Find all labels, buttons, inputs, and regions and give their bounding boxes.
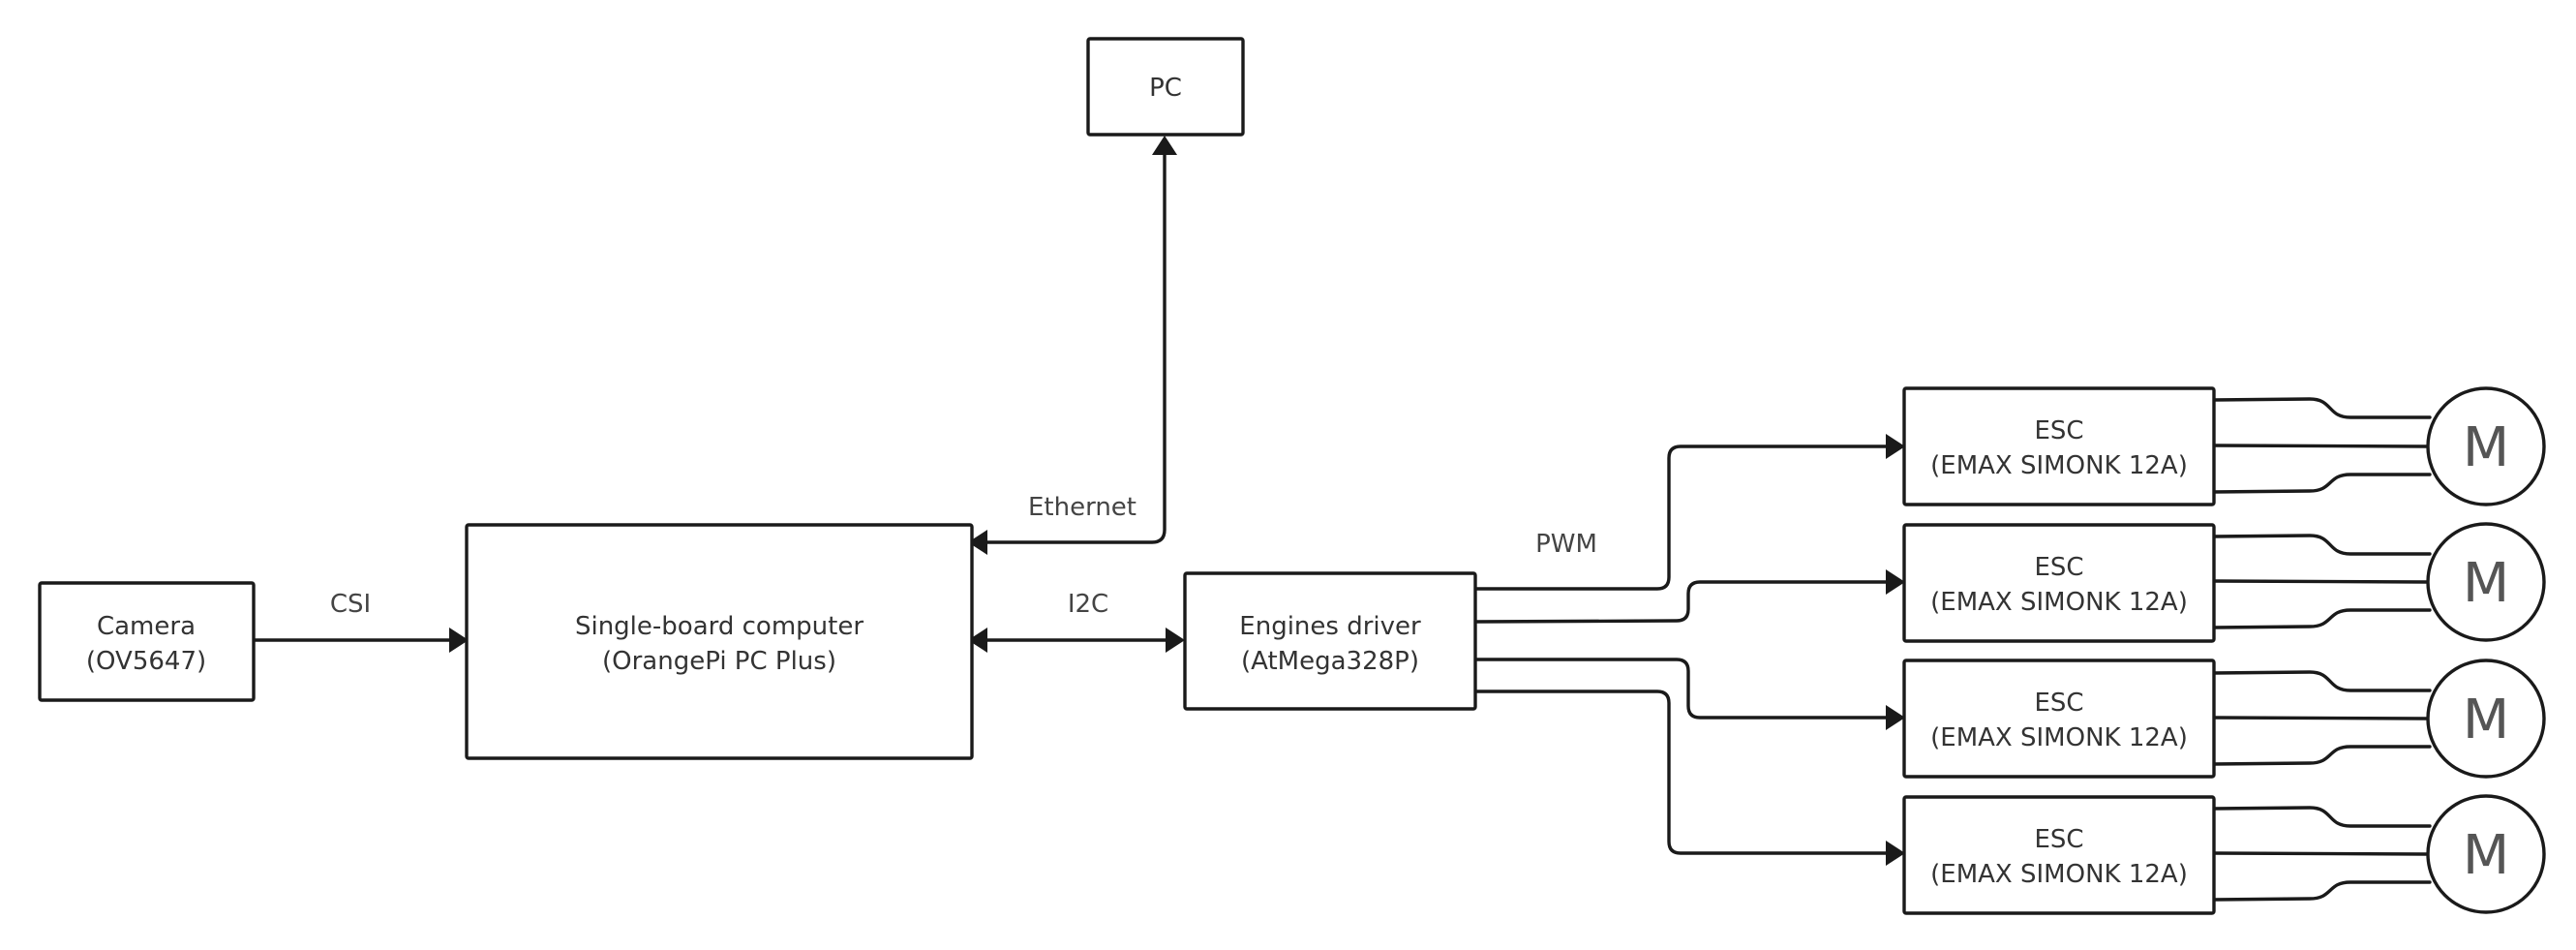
pc-node: PC: [1086, 37, 1245, 137]
esc-3-model: (EMAX SIMONK 12A): [1930, 723, 2188, 752]
ethernet-label: Ethernet: [1028, 493, 1136, 522]
motor-4-label: M: [2463, 824, 2509, 887]
motor-node-1: M: [2426, 386, 2546, 506]
pwm-arrow-head-4: [1886, 841, 1905, 866]
i2c-label: I2C: [1068, 590, 1108, 619]
csi-label: CSI: [330, 590, 371, 619]
motor-node-3: M: [2426, 659, 2546, 779]
sbc-model: (OrangePi PC Plus): [602, 647, 836, 676]
engines-driver-node: Engines driver (AtMega328P): [1183, 571, 1477, 711]
pwm-label: PWM: [1535, 530, 1597, 559]
pwm-arrow-head-2: [1886, 569, 1905, 595]
esc-node-2: ESC (EMAX SIMONK 12A): [1902, 523, 2216, 643]
driver-name: Engines driver: [1239, 612, 1421, 641]
motor-1-label: M: [2463, 416, 2509, 479]
driver-model: (AtMega328P): [1241, 647, 1419, 676]
camera-model: (OV5647): [86, 647, 206, 676]
pwm-arrow-head-3: [1886, 705, 1905, 730]
motor-wires-3: [2211, 670, 2432, 766]
pwm-arrow-head-1: [1886, 434, 1905, 459]
ethernet-arrow-head-up: [1152, 136, 1177, 155]
esc-4-name: ESC: [2034, 825, 2083, 854]
motor-wires-4: [2211, 806, 2432, 902]
esc-1-name: ESC: [2034, 416, 2083, 445]
i2c-connection: [968, 628, 1185, 653]
i2c-arrow-head-right: [1166, 628, 1185, 653]
motor-2-label: M: [2463, 552, 2509, 615]
motor-wires-1: [2211, 397, 2432, 494]
esc-node-3: ESC (EMAX SIMONK 12A): [1902, 659, 2216, 779]
pc-name: PC: [1149, 74, 1182, 103]
motor-3-label: M: [2463, 689, 2509, 751]
esc-4-model: (EMAX SIMONK 12A): [1930, 860, 2188, 889]
motor-wires-2: [2211, 534, 2432, 629]
camera-name: Camera: [97, 612, 196, 641]
sbc-node: Single-board computer (OrangePi PC Plus): [465, 523, 974, 760]
esc-node-1: ESC (EMAX SIMONK 12A): [1902, 386, 2216, 506]
i2c-arrow-head-left: [968, 628, 987, 653]
esc-3-name: ESC: [2034, 689, 2083, 718]
motor-node-4: M: [2426, 794, 2546, 914]
esc-2-name: ESC: [2034, 553, 2083, 582]
sbc-name: Single-board computer: [575, 612, 864, 641]
pwm-connections: [1473, 434, 1905, 866]
ethernet-connection: [968, 136, 1177, 555]
motor-node-2: M: [2426, 522, 2546, 642]
csi-connection: [252, 628, 469, 653]
csi-arrow-head: [449, 628, 469, 653]
camera-node: Camera (OV5647): [38, 581, 256, 702]
esc-1-model: (EMAX SIMONK 12A): [1930, 451, 2188, 480]
ethernet-arrow-head-left: [968, 530, 987, 555]
esc-2-model: (EMAX SIMONK 12A): [1930, 588, 2188, 617]
esc-node-4: ESC (EMAX SIMONK 12A): [1902, 795, 2216, 915]
